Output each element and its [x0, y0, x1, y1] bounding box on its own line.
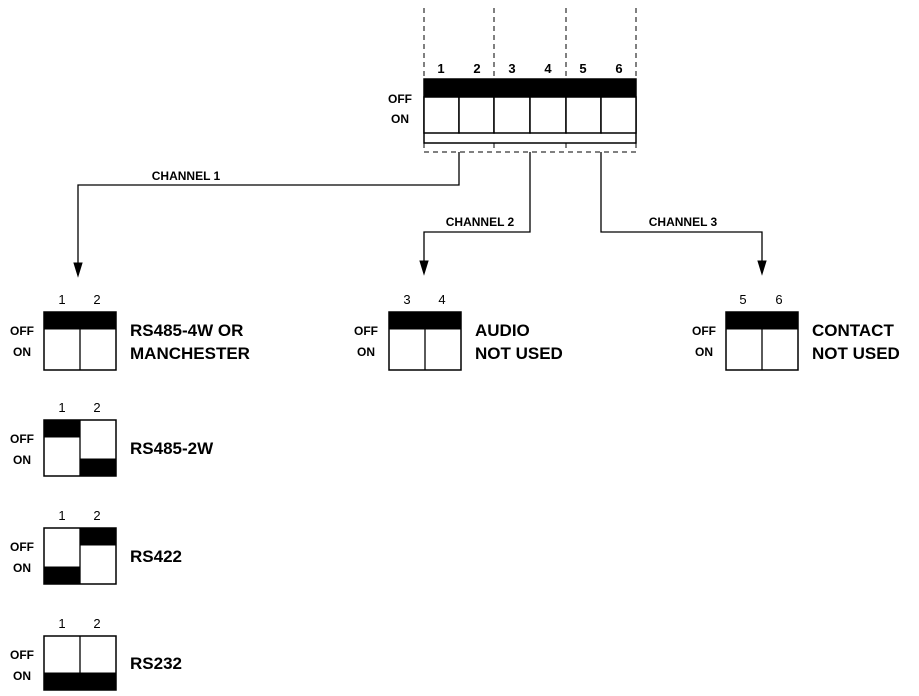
- setting-description: RS422: [130, 547, 182, 566]
- switch-2-off: [79, 527, 117, 546]
- switch-number: 2: [93, 292, 100, 307]
- off-label: OFF: [10, 324, 34, 338]
- switch-number: 2: [473, 61, 480, 76]
- switch-1-off: [43, 311, 81, 330]
- on-label: ON: [695, 345, 713, 359]
- switch-number: 6: [775, 292, 782, 307]
- switch-off-bar: [423, 78, 637, 98]
- switch-number: 2: [93, 400, 100, 415]
- arrow-head: [419, 260, 429, 276]
- switch-2-on: [79, 672, 117, 691]
- setting-description: NOT USED: [812, 344, 900, 363]
- channel-2-label: CHANNEL 2: [446, 215, 515, 229]
- off-label: OFF: [692, 324, 716, 338]
- switch-1-on: [43, 566, 81, 585]
- setting-description: MANCHESTER: [130, 344, 250, 363]
- channel-2-leader: [423, 152, 531, 266]
- off-label: OFF: [388, 92, 412, 106]
- switch-1-on: [43, 672, 81, 691]
- ch1-setting-rs422: 1 2 OFF ON RS422: [10, 508, 182, 585]
- on-label: ON: [13, 669, 31, 683]
- switch-4-off: [424, 311, 462, 330]
- off-label: OFF: [10, 648, 34, 662]
- on-label: ON: [391, 112, 409, 126]
- channel-1-leader: [77, 152, 460, 268]
- off-label: OFF: [10, 432, 34, 446]
- switch-number: 1: [58, 292, 65, 307]
- channel-leaders: CHANNEL 1 CHANNEL 2 CHANNEL 3: [73, 152, 767, 278]
- switch-number: 4: [544, 61, 552, 76]
- switch-slot: [423, 96, 460, 134]
- setting-description: NOT USED: [475, 344, 563, 363]
- switch-2-off: [79, 311, 117, 330]
- switch-slot: [565, 96, 602, 134]
- setting-description: AUDIO: [475, 321, 530, 340]
- switch-6-off: [761, 311, 799, 330]
- switch-number: 5: [579, 61, 586, 76]
- ch2-setting-audio: 3 4 OFF ON AUDIO NOT USED: [354, 292, 563, 371]
- on-label: ON: [13, 345, 31, 359]
- switch-number: 1: [437, 61, 444, 76]
- setting-description: CONTACT: [812, 321, 894, 340]
- setting-description: RS485-4W OR: [130, 321, 243, 340]
- channel-1-label: CHANNEL 1: [152, 169, 221, 183]
- switch-number: 1: [58, 508, 65, 523]
- switch-1-off: [43, 419, 81, 438]
- arrow-head: [757, 260, 767, 276]
- channel-3-label: CHANNEL 3: [649, 215, 718, 229]
- setting-description: RS232: [130, 654, 182, 673]
- switch-number: 2: [93, 616, 100, 631]
- channel-3-leader: [600, 152, 763, 266]
- switch-slot: [493, 96, 531, 134]
- switch-number: 1: [58, 616, 65, 631]
- switch-slot: [600, 96, 637, 134]
- setting-description: RS485-2W: [130, 439, 214, 458]
- arrow-head: [73, 262, 83, 278]
- off-label: OFF: [10, 540, 34, 554]
- on-label: ON: [13, 453, 31, 467]
- switch-number: 3: [403, 292, 410, 307]
- switch-number: 1: [58, 400, 65, 415]
- ch3-setting-contact: 5 6 OFF ON CONTACT NOT USED: [692, 292, 900, 371]
- ch1-setting-rs232: 1 2 OFF ON RS232: [10, 616, 182, 691]
- switch-5-off: [725, 311, 763, 330]
- switch-slot: [458, 96, 495, 134]
- switch-slot: [529, 96, 567, 134]
- ch1-setting-rs485-2w: 1 2 OFF ON RS485-2W: [10, 400, 214, 477]
- on-label: ON: [357, 345, 375, 359]
- switch-number: 2: [93, 508, 100, 523]
- switch-2-on: [79, 458, 117, 477]
- switch-number: 5: [739, 292, 746, 307]
- channel-group-outline: [423, 143, 637, 153]
- main-dip-switch: 1 2 3 4 5 6 OFF ON: [388, 8, 637, 153]
- on-label: ON: [13, 561, 31, 575]
- off-label: OFF: [354, 324, 378, 338]
- switch-3-off: [388, 311, 426, 330]
- switch-number: 3: [508, 61, 515, 76]
- switch-number: 6: [615, 61, 622, 76]
- switch-number: 4: [438, 292, 445, 307]
- ch1-setting-rs485-4w: 1 2 OFF ON RS485-4W OR MANCHESTER: [10, 292, 250, 371]
